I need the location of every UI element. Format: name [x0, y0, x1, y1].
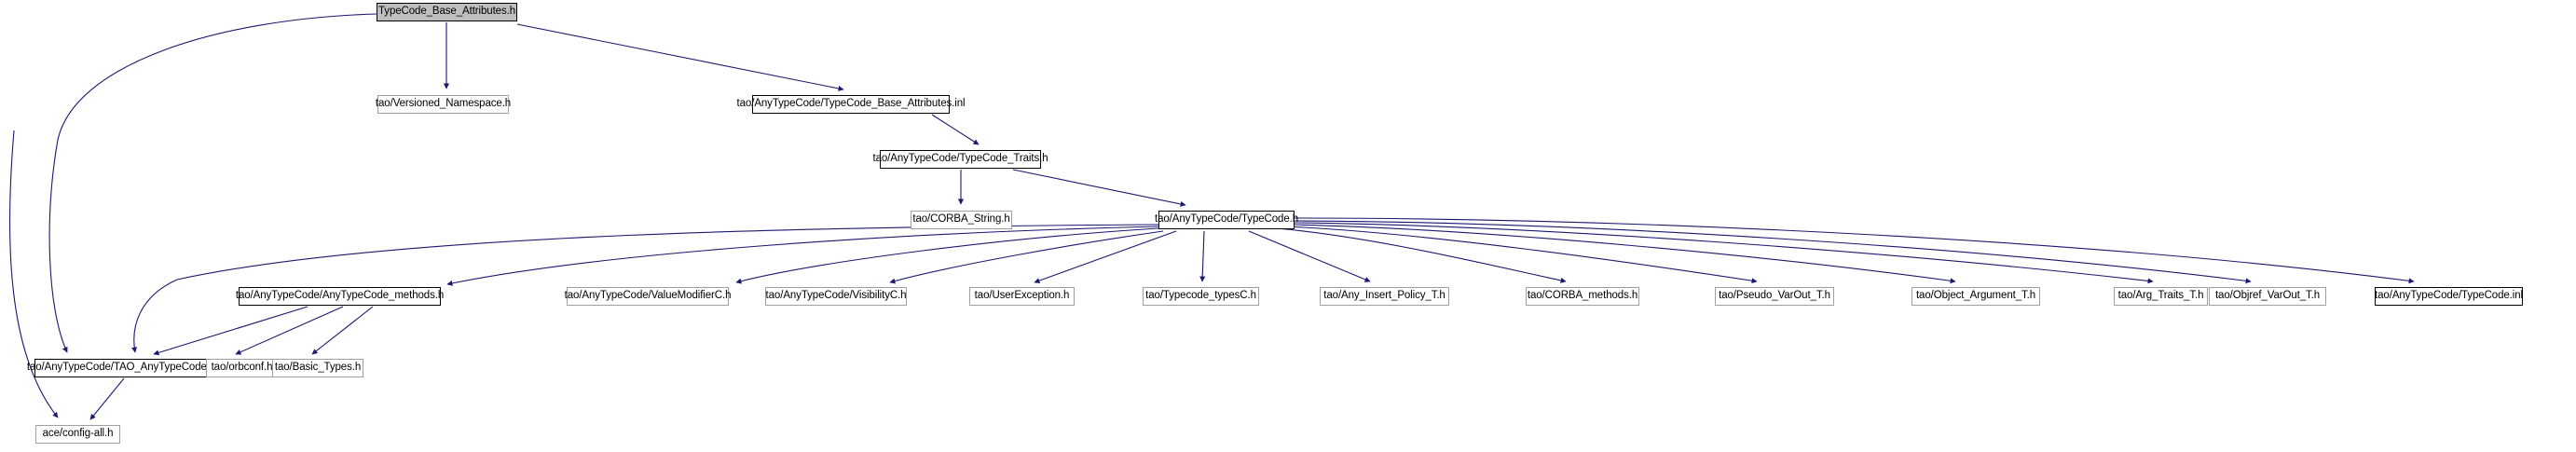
node-tao-anytypecode-visibilityc-h[interactable]: tao/AnyTypeCode/VisibilityC.h — [765, 287, 907, 306]
node-label: tao/UserException.h — [974, 290, 1070, 302]
node-tao-any-insert-policy-t-h[interactable]: tao/Any_Insert_Policy_T.h — [1320, 287, 1449, 306]
node-ace-config-all-h[interactable]: ace/config-all.h — [35, 425, 120, 444]
node-label: tao/orbconf.h — [211, 362, 273, 374]
node-tao-corba-methods-h[interactable]: tao/CORBA_methods.h — [1526, 287, 1639, 306]
edge-typecode-to-typecode-typesc — [1199, 230, 1206, 282]
node-label: tao/Pseudo_VarOut_T.h — [1719, 290, 1830, 302]
edge-traits-to-typecode — [1012, 169, 1186, 207]
edge-export-header-to-ace-config-all — [89, 377, 125, 420]
node-label: tao/Basic_Types.h — [274, 362, 362, 374]
edge-typecode-to-typecode-inl — [1294, 217, 2415, 284]
node-label: tao/CORBA_methods.h — [1527, 290, 1638, 302]
node-tao-arg-traits-t-h[interactable]: tao/Arg_Traits_T.h — [2114, 287, 2208, 306]
edge-typecode-to-arg-traits — [1293, 222, 2154, 284]
node-label: tao/Versioned_Namespace.h — [375, 98, 512, 110]
node-label: tao/AnyTypeCode/TypeCode_Base_Attributes… — [736, 98, 966, 110]
node-label: tao/Any_Insert_Policy_T.h — [1323, 290, 1446, 302]
node-label: tao/Typecode_typesC.h — [1145, 290, 1256, 302]
node-label: tao/CORBA_String.h — [912, 213, 1010, 226]
node-label: tao/AnyTypeCode/ValueModifierC.h — [564, 290, 732, 302]
node-label: tao/Object_Argument_T.h — [1915, 290, 2036, 302]
edge-typecode-to-any-insert-policy — [1248, 230, 1371, 282]
node-tao-anytypecode-typecode-base-attributes-inl[interactable]: tao/AnyTypeCode/TypeCode_Base_Attributes… — [737, 95, 966, 114]
edge-typecode-to-objref-varout — [1294, 220, 2252, 284]
node-label: tao/AnyTypeCode/TypeCode_Traits.h — [872, 153, 1048, 165]
node-label: tao/AnyTypeCode/AnyTypeCode_methods.h — [235, 290, 445, 302]
node-tao-object-argument-t-h[interactable]: tao/Object_Argument_T.h — [1911, 287, 2040, 306]
node-label: tao/AnyTypeCode/TypeCode.inl — [2375, 290, 2523, 302]
node-tao-orbconf-h[interactable]: tao/orbconf.h — [206, 359, 278, 377]
edge-typecode-to-anytypecode-methods — [446, 226, 1159, 286]
node-label: TypeCode_Base_Attributes.h — [378, 6, 515, 18]
node-tao-anytypecode-typecode-traits-h[interactable]: tao/AnyTypeCode/TypeCode_Traits.h — [872, 150, 1048, 169]
node-tao-basic-types-h[interactable]: tao/Basic_Types.h — [272, 359, 363, 377]
node-tao-corba-string-h[interactable]: tao/CORBA_String.h — [911, 211, 1012, 229]
node-tao-anytypecode-anytypecode-methods-h[interactable]: tao/AnyTypeCode/AnyTypeCode_methods.h — [235, 287, 445, 306]
node-tao-versioned-namespace-h[interactable]: tao/Versioned_Namespace.h — [375, 95, 512, 114]
edge-typecode-to-userexception — [1034, 230, 1177, 283]
edge-root-to-typecode-base-attributes-inl — [516, 23, 844, 91]
node-label: tao/AnyTypeCode/VisibilityC.h — [765, 290, 907, 302]
edge-typecode-to-pseudo-varout — [1285, 226, 1758, 284]
edge-typecode-to-valuemodifierc — [735, 227, 1159, 284]
node-tao-anytypecode-typecode-inl[interactable]: tao/AnyTypeCode/TypeCode.inl — [2375, 287, 2523, 306]
node-tao-typecode-typesc-h[interactable]: tao/Typecode_typesC.h — [1143, 287, 1259, 306]
node-tao-objref-varout-t-h[interactable]: tao/Objref_VarOut_T.h — [2209, 287, 2326, 306]
edge-typecode-to-corba-methods — [1276, 227, 1567, 283]
node-tao-pseudo-varout-t-h[interactable]: tao/Pseudo_VarOut_T.h — [1715, 287, 1834, 306]
node-label: tao/Arg_Traits_T.h — [2117, 290, 2204, 302]
edge-anytypecode-methods-to-basic-types — [311, 306, 374, 355]
node-tao-anytypecode-typecode-h[interactable]: tao/AnyTypeCode/TypeCode.h — [1154, 211, 1299, 229]
edge-typecode-to-visibilityc — [889, 230, 1164, 284]
edge-typecode-to-object-argument — [1290, 224, 1956, 284]
node-label: tao/Objref_VarOut_T.h — [2214, 290, 2321, 302]
node-typecode-base-attributes-h[interactable]: TypeCode_Base_Attributes.h — [377, 3, 517, 21]
edge-anytypecode-methods-to-export-header — [153, 306, 308, 356]
edge-inl-to-typecode-traits — [931, 114, 980, 145]
edge-anytypecode-methods-to-orbconf — [235, 306, 344, 355]
node-tao-userexception-h[interactable]: tao/UserException.h — [969, 287, 1075, 306]
node-label: tao/AnyTypeCode/TypeCode.h — [1154, 213, 1299, 226]
node-tao-anytypecode-valuemodifierc-h[interactable]: tao/AnyTypeCode/ValueModifierC.h — [564, 287, 732, 306]
node-label: ace/config-all.h — [42, 428, 114, 440]
